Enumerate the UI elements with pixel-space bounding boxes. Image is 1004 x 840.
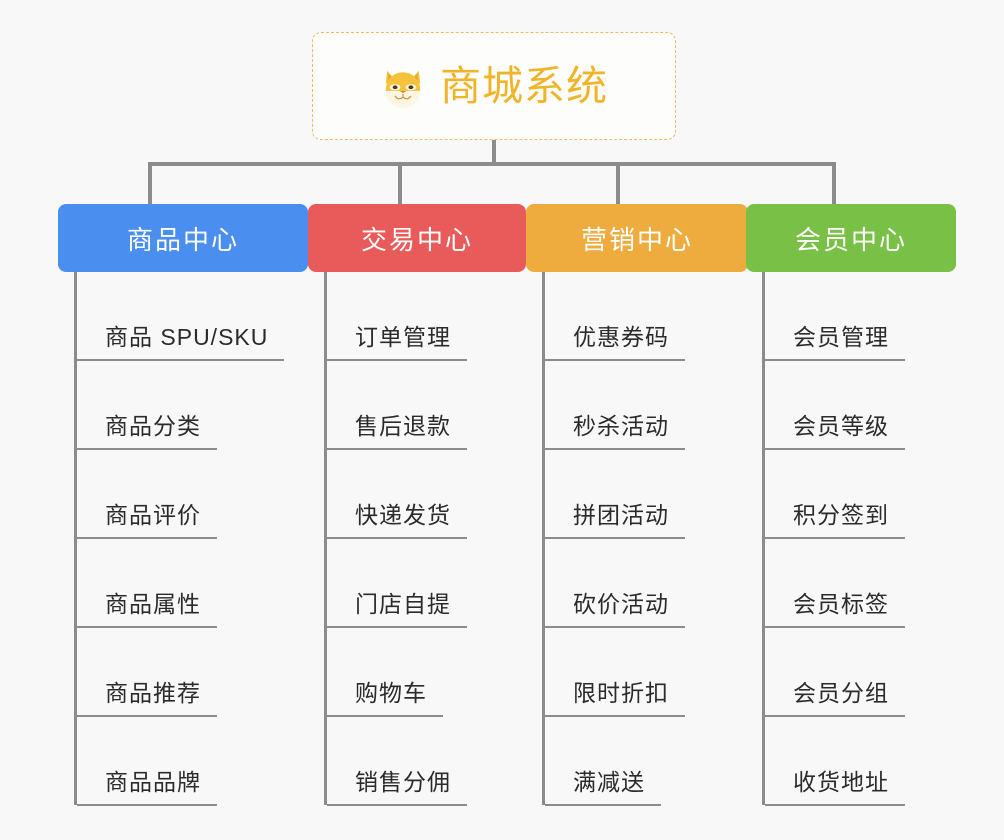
- branch-column-1: 交易中心 订单管理 售后退款 快递发货 门店自提 购物车 销售分佣: [308, 204, 526, 806]
- connector-drop-3: [832, 162, 836, 204]
- category-box-0[interactable]: 商品中心: [58, 204, 308, 272]
- leaf-label: 收货地址: [765, 763, 905, 806]
- category-box-3[interactable]: 会员中心: [746, 204, 956, 272]
- leaf-item[interactable]: 商品属性: [58, 539, 308, 628]
- connector-root-stem: [492, 140, 496, 164]
- leaf-item[interactable]: 会员分组: [746, 628, 956, 717]
- leaf-item[interactable]: 收货地址: [746, 717, 956, 806]
- category-title-3: 会员中心: [794, 224, 907, 255]
- leaf-item[interactable]: 商品分类: [58, 361, 308, 450]
- leaf-label: 砍价活动: [545, 585, 685, 628]
- leaf-label: 订单管理: [327, 318, 467, 361]
- leaf-label: 会员分组: [765, 674, 905, 717]
- root-node-mall-system[interactable]: 商城系统: [312, 32, 676, 140]
- leaf-list-3: 会员管理 会员等级 积分签到 会员标签 会员分组 收货地址: [746, 272, 956, 806]
- category-box-1[interactable]: 交易中心: [308, 204, 526, 272]
- leaf-item[interactable]: 限时折扣: [526, 628, 748, 717]
- connector-drop-1: [398, 162, 402, 204]
- leaf-item[interactable]: 砍价活动: [526, 539, 748, 628]
- leaf-item[interactable]: 积分签到: [746, 450, 956, 539]
- leaf-item[interactable]: 优惠券码: [526, 272, 748, 361]
- leaf-label: 门店自提: [327, 585, 467, 628]
- leaf-label: 销售分佣: [327, 763, 467, 806]
- leaf-item[interactable]: 会员标签: [746, 539, 956, 628]
- connector-drop-0: [148, 162, 152, 204]
- leaf-list-2: 优惠券码 秒杀活动 拼团活动 砍价活动 限时折扣 满减送: [526, 272, 748, 806]
- leaf-label: 满减送: [545, 763, 661, 806]
- leaf-label: 会员管理: [765, 318, 905, 361]
- leaf-list-0: 商品 SPU/SKU 商品分类 商品评价 商品属性 商品推荐 商品品牌: [58, 272, 308, 806]
- leaf-item[interactable]: 会员管理: [746, 272, 956, 361]
- branch-spine-0: [74, 272, 77, 805]
- leaf-label: 商品推荐: [77, 674, 217, 717]
- leaf-label: 商品 SPU/SKU: [77, 318, 285, 361]
- leaf-item[interactable]: 秒杀活动: [526, 361, 748, 450]
- leaf-item[interactable]: 购物车: [308, 628, 526, 717]
- leaf-item[interactable]: 商品 SPU/SKU: [58, 272, 308, 361]
- leaf-label: 快递发货: [327, 496, 467, 539]
- branch-spine-2: [542, 272, 545, 805]
- leaf-item[interactable]: 会员等级: [746, 361, 956, 450]
- leaf-item[interactable]: 商品品牌: [58, 717, 308, 806]
- branch-column-3: 会员中心 会员管理 会员等级 积分签到 会员标签 会员分组 收货地址: [746, 204, 956, 806]
- branch-column-2: 营销中心 优惠券码 秒杀活动 拼团活动 砍价活动 限时折扣 满减送: [526, 204, 748, 806]
- category-title-0: 商品中心: [126, 224, 239, 255]
- leaf-item[interactable]: 满减送: [526, 717, 748, 806]
- leaf-label: 限时折扣: [545, 674, 685, 717]
- leaf-item[interactable]: 拼团活动: [526, 450, 748, 539]
- category-title-2: 营销中心: [580, 224, 693, 255]
- branch-spine-3: [762, 272, 765, 805]
- leaf-label: 购物车: [327, 674, 443, 717]
- leaf-label: 商品属性: [77, 585, 217, 628]
- leaf-label: 拼团活动: [545, 496, 685, 539]
- leaf-item[interactable]: 订单管理: [308, 272, 526, 361]
- leaf-item[interactable]: 快递发货: [308, 450, 526, 539]
- root-node-title: 商城系统: [440, 62, 608, 109]
- leaf-item[interactable]: 销售分佣: [308, 717, 526, 806]
- leaf-item[interactable]: 商品评价: [58, 450, 308, 539]
- branch-column-0: 商品中心 商品 SPU/SKU 商品分类 商品评价 商品属性 商品推荐 商品品牌: [58, 204, 308, 806]
- leaf-label: 商品分类: [77, 407, 217, 450]
- leaf-label: 优惠券码: [545, 318, 685, 361]
- leaf-label: 商品品牌: [77, 763, 217, 806]
- connector-horizontal-bus: [148, 162, 836, 166]
- leaf-label: 会员等级: [765, 407, 905, 450]
- leaf-item[interactable]: 商品推荐: [58, 628, 308, 717]
- leaf-label: 积分签到: [765, 496, 905, 539]
- leaf-list-1: 订单管理 售后退款 快递发货 门店自提 购物车 销售分佣: [308, 272, 526, 806]
- leaf-label: 会员标签: [765, 585, 905, 628]
- category-title-1: 交易中心: [360, 224, 473, 255]
- leaf-label: 商品评价: [77, 496, 217, 539]
- category-box-2[interactable]: 营销中心: [526, 204, 748, 272]
- leaf-item[interactable]: 门店自提: [308, 539, 526, 628]
- leaf-label: 售后退款: [327, 407, 467, 450]
- branch-spine-1: [324, 272, 327, 805]
- leaf-item[interactable]: 售后退款: [308, 361, 526, 450]
- shiba-inu-dog-face-icon: [385, 70, 421, 109]
- leaf-label: 秒杀活动: [545, 407, 685, 450]
- connector-drop-2: [616, 162, 620, 204]
